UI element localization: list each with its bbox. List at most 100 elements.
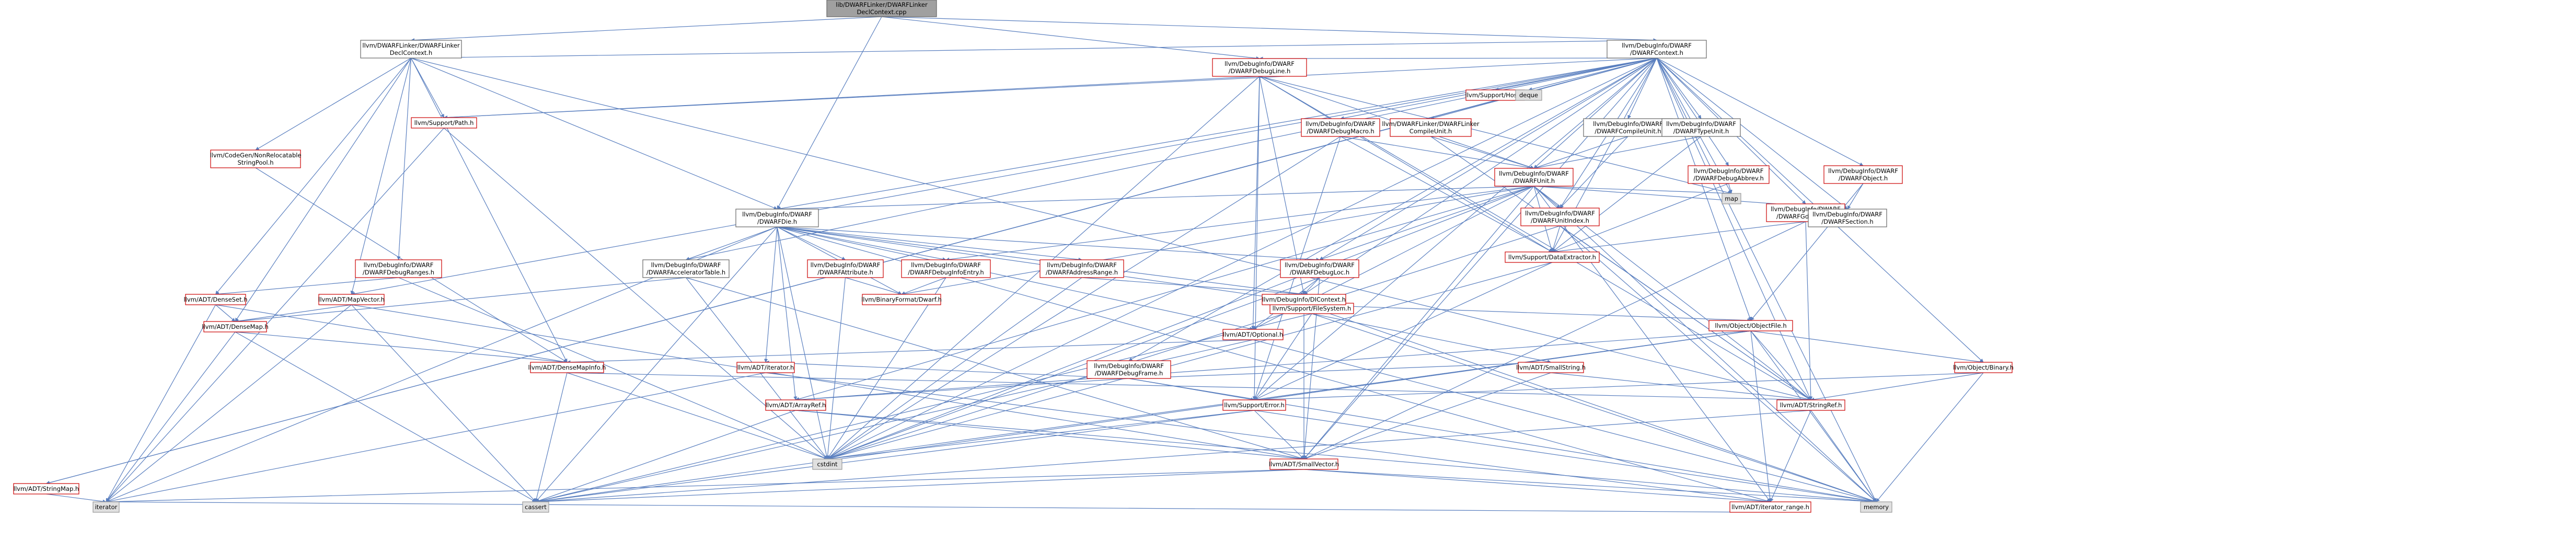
node-label: llvm/DebugInfo/DWARF — [1828, 167, 1898, 175]
node-label: llvm/Support/FileSystem.h — [1273, 305, 1351, 312]
node-iterator[interactable]: iterator — [93, 501, 120, 513]
node-box — [1607, 40, 1707, 59]
node-binary[interactable]: llvm/Object/Binary.h — [1953, 362, 2014, 373]
node-dwarfobject[interactable]: llvm/DebugInfo/DWARF/DWARFObject.h — [1823, 165, 1903, 184]
node-smallvector[interactable]: llvm/ADT/SmallVector.h — [1269, 458, 1339, 470]
edge-context-to-stringref — [1656, 58, 1811, 400]
node-label: llvm/ADT/Optional.h — [1223, 331, 1283, 338]
node-arrayref[interactable]: llvm/ADT/ArrayRef.h — [765, 399, 826, 411]
node-label: /DWARFDebugRanges.h — [363, 269, 434, 276]
edge-entry-to-dwarfh — [901, 277, 946, 295]
node-label: StringPool.h — [237, 159, 273, 166]
node-box — [1039, 259, 1124, 278]
edge-densemapinfo-to-cassert — [535, 372, 568, 502]
edge-context-to-typeunit — [1656, 58, 1702, 119]
edge-root-to-declctx — [410, 16, 882, 42]
node-box — [203, 321, 267, 332]
edge-densemap-to-densemapinfo — [235, 331, 568, 364]
node-box — [807, 259, 884, 278]
edge-macro-to-dataextractor — [1340, 136, 1553, 252]
node-densemap[interactable]: llvm/ADT/DenseMap.h — [202, 321, 269, 332]
node-abbrev[interactable]: llvm/DebugInfo/DWARF/DWARFDebugAbbrev.h — [1688, 165, 1770, 184]
edge-filesystem-to-cassert — [535, 313, 1312, 503]
node-path[interactable]: llvm/Support/Path.h — [411, 117, 477, 129]
node-label: cstdint — [817, 461, 838, 468]
node-smallstring[interactable]: llvm/ADT/SmallString.h — [1516, 362, 1586, 373]
node-memory[interactable]: memory — [1860, 501, 1892, 513]
edge-root-to-context — [881, 16, 1657, 42]
node-debugframe[interactable]: llvm/DebugInfo/DWARF/DWARFDebugFrame.h — [1087, 360, 1171, 379]
edge-stringref-to-cassert — [535, 410, 1811, 504]
node-label: llvm/ADT/ArrayRef.h — [766, 401, 826, 409]
node-box — [1808, 209, 1887, 227]
node-label: llvm/ADT/MapVector.h — [318, 296, 385, 303]
node-label: /DWARFObject.h — [1839, 175, 1888, 182]
edge-adtiterator-to-itrange — [765, 372, 1771, 503]
edge-macro-to-cstdint — [827, 136, 1341, 459]
node-section[interactable]: llvm/DebugInfo/DWARF/DWARFSection.h — [1808, 209, 1887, 227]
edge-compileunit-to-unit — [1533, 136, 1628, 169]
node-densemapinfo[interactable]: llvm/ADT/DenseMapInfo.h — [528, 362, 606, 373]
edge-dicontext-to-objectfile — [1303, 304, 1751, 323]
node-optional[interactable]: llvm/ADT/Optional.h — [1222, 329, 1284, 340]
edge-typeunit-to-unit — [1533, 136, 1702, 170]
node-itrange[interactable]: llvm/ADT/iterator_range.h — [1729, 501, 1811, 513]
node-cassert[interactable]: cassert — [522, 501, 549, 513]
node-map[interactable]: map — [1722, 193, 1741, 204]
node-objectfile[interactable]: llvm/Object/ObjectFile.h — [1708, 320, 1793, 331]
node-denseset[interactable]: llvm/ADT/DenseSet.h — [183, 294, 248, 305]
edge-ranges-to-cstdint — [398, 277, 828, 459]
node-label: /DWARFAttribute.h — [817, 269, 873, 276]
node-unit[interactable]: llvm/DebugInfo/DWARF/DWARFUnit.h — [1494, 168, 1574, 187]
node-box — [360, 40, 462, 59]
node-debugline[interactable]: llvm/DebugInfo/DWARF/DWARFDebugLine.h — [1212, 58, 1307, 77]
node-linkercu[interactable]: llvm/DWARFLinker/DWARFLinkerCompileUnit.… — [1382, 118, 1480, 137]
node-acceltable[interactable]: llvm/DebugInfo/DWARF/DWARFAcceleratorTab… — [642, 259, 730, 278]
node-dwarfh[interactable]: llvm/BinaryFormat/Dwarf.h — [861, 294, 942, 305]
node-box — [210, 150, 301, 168]
node-stringmap[interactable]: llvm/ADT/StringMap.h — [13, 483, 79, 495]
node-attribute[interactable]: llvm/DebugInfo/DWARF/DWARFAttribute.h — [807, 259, 884, 278]
node-box — [1505, 251, 1600, 263]
node-unitindex[interactable]: llvm/DebugInfo/DWARF/DWARFUnitIndex.h — [1520, 208, 1600, 226]
node-mapvector[interactable]: llvm/ADT/MapVector.h — [318, 294, 385, 305]
node-deque[interactable]: deque — [1515, 89, 1542, 101]
node-adtiterator[interactable]: llvm/ADT/iterator.h — [736, 362, 795, 373]
node-addrrange[interactable]: llvm/DebugInfo/DWARF/DWARFAddressRange.h — [1039, 259, 1124, 278]
edge-context-to-die — [777, 58, 1657, 211]
node-error[interactable]: llvm/Support/Error.h — [1222, 399, 1286, 411]
node-dataextractor[interactable]: llvm/Support/DataExtractor.h — [1505, 251, 1600, 263]
edge-error-to-smallvector — [1254, 410, 1304, 459]
node-root[interactable]: lib/DWARFLinker/DWARFLinkerDeclContext.c… — [826, 0, 937, 17]
node-entry[interactable]: llvm/DebugInfo/DWARF/DWARFDebugInfoEntry… — [901, 259, 991, 278]
node-label: /DWARFContext.h — [1630, 49, 1683, 56]
node-debugloc[interactable]: llvm/DebugInfo/DWARF/DWARFDebugLoc.h — [1280, 259, 1359, 278]
edge-die-to-debugloc — [777, 226, 1320, 262]
node-host[interactable]: llvm/Support/Host.h — [1465, 89, 1526, 101]
node-typeunit[interactable]: llvm/DebugInfo/DWARF/DWARFTypeUnit.h — [1661, 118, 1741, 137]
node-stringref[interactable]: llvm/ADT/StringRef.h — [1776, 399, 1845, 411]
edge-error-to-cstdint — [827, 410, 1255, 461]
node-ranges[interactable]: llvm/DebugInfo/DWARF/DWARFDebugRanges.h — [355, 259, 442, 278]
edge-context-to-dicontext — [1303, 58, 1657, 295]
node-declctx[interactable]: llvm/DWARFLinker/DWARFLinkerDeclContext.… — [360, 40, 462, 59]
node-compileunit[interactable]: llvm/DebugInfo/DWARF/DWARFCompileUnit.h — [1583, 118, 1673, 137]
node-dicontext[interactable]: llvm/DebugInfo/DIContext.h — [1262, 294, 1346, 305]
node-label: llvm/ADT/iterator.h — [737, 364, 794, 371]
edge-unit-to-debugloc — [1319, 186, 1534, 261]
node-label: /DWARFUnit.h — [1513, 177, 1555, 185]
edge-filesystem-to-smallstring — [1311, 313, 1552, 364]
edge-die-to-addrrange — [777, 226, 1082, 261]
node-cstdint[interactable]: cstdint — [812, 458, 842, 470]
node-label: llvm/Support/Host.h — [1465, 91, 1526, 99]
edge-unit-to-entry — [945, 186, 1534, 261]
node-label: cassert — [525, 503, 547, 511]
node-context[interactable]: llvm/DebugInfo/DWARF/DWARFContext.h — [1607, 40, 1707, 59]
edge-host-to-stringmap — [45, 100, 1496, 485]
node-die[interactable]: llvm/DebugInfo/DWARF/DWARFDie.h — [735, 209, 819, 227]
edge-binary-to-memory — [1876, 372, 1984, 502]
node-macro[interactable]: llvm/DebugInfo/DWARF/DWARFDebugMacro.h — [1301, 118, 1380, 137]
edge-acceltable-to-densemap — [235, 277, 686, 323]
node-label: memory — [1864, 503, 1889, 511]
